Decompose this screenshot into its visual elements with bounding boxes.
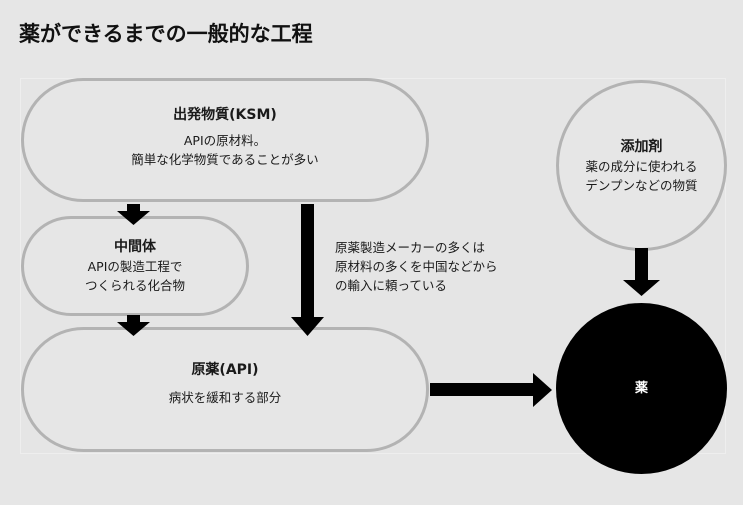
node-drug-title: 薬	[634, 380, 648, 396]
node-additive: 添加剤 薬の成分に使われる デンプンなどの物質	[556, 80, 727, 251]
node-starting-material: 出発物質(KSM) APIの原材料。 簡単な化学物質であることが多い	[21, 78, 429, 202]
node-intermediate-desc-2: つくられる化合物	[84, 278, 185, 293]
import-note: 原薬製造メーカーの多くは 原材料の多くを中国などから の輸入に頼っている	[335, 238, 498, 295]
import-note-line-1: 原薬製造メーカーの多くは	[335, 240, 486, 255]
node-additive-desc-2: デンプンなどの物質	[585, 177, 698, 193]
page-title: 薬ができるまでの一般的な工程	[19, 22, 313, 46]
node-starting-material-title: 出発物質(KSM)	[173, 107, 277, 123]
node-starting-material-desc-2: 簡単な化学物質であることが多い	[131, 152, 319, 167]
node-api-desc: 病状を緩和する部分	[168, 390, 282, 405]
node-intermediate-title: 中間体	[114, 239, 156, 255]
node-intermediate: 中間体 APIの製造工程で つくられる化合物	[21, 216, 249, 316]
node-drug: 薬	[556, 303, 727, 474]
node-starting-material-desc-1: APIの原材料。	[183, 133, 267, 148]
node-api: 原薬(API) 病状を緩和する部分	[21, 327, 429, 452]
node-additive-title: 添加剤	[620, 138, 663, 155]
import-note-line-2: 原材料の多くを中国などから	[335, 259, 498, 274]
import-note-line-3: の輸入に頼っている	[335, 278, 447, 293]
node-additive-desc-1: 薬の成分に使われる	[585, 158, 698, 174]
node-intermediate-desc-1: APIの製造工程で	[87, 259, 183, 274]
node-api-title: 原薬(API)	[191, 362, 259, 378]
